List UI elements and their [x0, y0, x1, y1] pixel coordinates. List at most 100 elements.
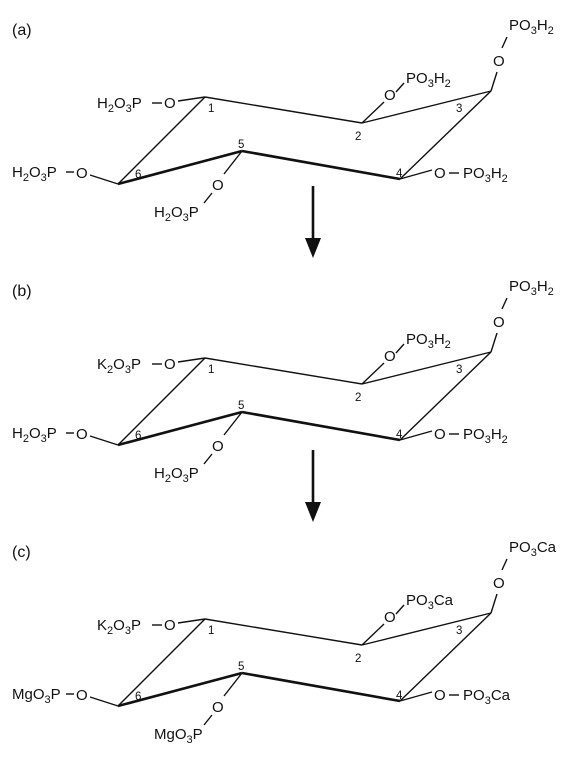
c1-oxygen: O [164, 95, 176, 112]
ring-bond-2-3 [361, 90, 492, 124]
c6-oxygen: O [76, 165, 88, 182]
c4-o-bond [399, 169, 433, 180]
reaction-arrow-1 [305, 186, 321, 258]
c1-oxygen: O [164, 617, 176, 634]
c4-oxygen: O [434, 165, 446, 182]
c1-o-bond [177, 357, 206, 363]
c1-oxygen: O [164, 356, 176, 373]
c1-phosphate-label: H2O3P [97, 95, 142, 115]
c6-phosphate-label: H2O3P [12, 164, 57, 184]
c6-o-bond [89, 696, 119, 707]
c4-phosphate-label: PO3Ca [463, 687, 511, 707]
ring-bond-1-2 [204, 96, 363, 124]
ring-bond-5-4 [241, 149, 401, 181]
ring-bond-1-6 [117, 96, 206, 185]
c3-dash [501, 297, 508, 310]
c2-phosphate-label: PO3H2 [406, 70, 451, 90]
ring-bond-3-4 [399, 351, 492, 441]
ring-bond-3-4 [399, 90, 492, 180]
c2-oxygen: O [384, 87, 396, 104]
ring-bond-1-2 [204, 618, 363, 646]
ring-bond-1-2 [204, 357, 363, 385]
ring-number-6: 6 [135, 169, 141, 181]
c5-o-bond [223, 150, 243, 175]
ring-bond-2-3 [361, 612, 492, 646]
ring-number-5: 5 [238, 400, 244, 412]
c2-o-bond [361, 623, 385, 646]
c3-o-bond [490, 332, 498, 353]
c2-phosphate-label: PO3Ca [406, 592, 454, 612]
ring-number-1: 1 [208, 103, 214, 115]
c2-phosphate-label: PO3H2 [406, 331, 451, 351]
c2-dash [395, 604, 405, 615]
ring-number-6: 6 [135, 691, 141, 703]
c2-dash [395, 343, 405, 354]
ring-bond-3-4 [399, 612, 492, 702]
c4-oxygen: O [434, 687, 446, 704]
c5-dash [203, 192, 213, 204]
c3-oxygen: O [493, 575, 505, 592]
ring-number-5: 5 [238, 661, 244, 673]
c3-oxygen: O [493, 53, 505, 70]
ring-number-5: 5 [238, 139, 244, 151]
ring-bond-6-5 [117, 671, 243, 708]
c6-phosphate-label: H2O3P [12, 425, 57, 445]
c5-oxygen: O [212, 699, 224, 716]
arrow-head [305, 238, 321, 258]
c3-o-bond [490, 71, 498, 92]
c3-dash [501, 558, 508, 571]
ring-number-1: 1 [208, 364, 214, 376]
c6-o-bond [89, 174, 119, 185]
c2-oxygen: O [384, 348, 396, 365]
c5-o-bond [223, 411, 243, 436]
c5-oxygen: O [212, 177, 224, 194]
c2-dash [395, 82, 405, 93]
c5-dash [203, 453, 213, 465]
c4-o-bond [399, 691, 433, 702]
ring-number-3: 3 [456, 364, 462, 376]
c4-oxygen: O [434, 426, 446, 443]
c5-o-bond [223, 672, 243, 697]
panel-label: (c) [12, 544, 31, 561]
c3-phosphate-label: PO3H2 [509, 278, 554, 298]
c4-phosphate-label: PO3H2 [463, 165, 508, 185]
c3-phosphate-label: PO3H2 [509, 17, 554, 37]
panel-label: (a) [12, 22, 32, 39]
c5-phosphate-label: H2O3P [154, 204, 199, 224]
c2-oxygen: O [384, 609, 396, 626]
ring-number-1: 1 [208, 625, 214, 637]
c6-oxygen: O [76, 687, 88, 704]
ring-number-2: 2 [355, 653, 361, 665]
panel-label: (b) [12, 283, 32, 300]
ring-number-2: 2 [355, 131, 361, 143]
ring-number-4: 4 [396, 690, 403, 702]
c1-o-bond [177, 96, 206, 102]
ring-bond-1-6 [117, 357, 206, 446]
ring-bond-5-4 [241, 671, 401, 703]
c6-oxygen: O [76, 426, 88, 443]
c1-phosphate-label: K2O3P [97, 617, 141, 637]
ring-number-2: 2 [355, 392, 361, 404]
c4-o-bond [399, 430, 433, 441]
c3-oxygen: O [493, 314, 505, 331]
c5-dash [203, 714, 213, 726]
ring-bond-6-5 [117, 410, 243, 447]
c5-oxygen: O [212, 438, 224, 455]
c2-o-bond [361, 101, 385, 124]
c1-phosphate-label: K2O3P [97, 356, 141, 376]
ring-bond-6-5 [117, 149, 243, 186]
ring-bond-5-4 [241, 410, 401, 442]
c2-o-bond [361, 362, 385, 385]
c3-o-bond [490, 593, 498, 614]
ring-bond-2-3 [361, 351, 492, 385]
ring-number-4: 4 [396, 429, 403, 441]
c3-phosphate-label: PO3Ca [509, 539, 557, 559]
arrow-head [305, 502, 321, 522]
ring-bond-1-6 [117, 618, 206, 707]
c3-dash [501, 36, 508, 49]
c4-phosphate-label: PO3H2 [463, 426, 508, 446]
c5-phosphate-label: H2O3P [154, 465, 199, 485]
